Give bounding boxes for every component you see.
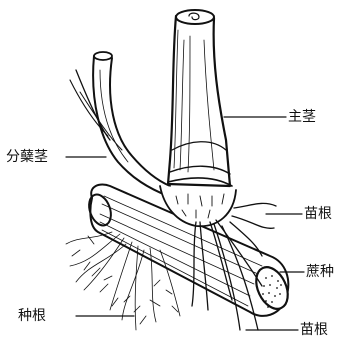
label-shoot-root-upper: 苗根 — [304, 206, 332, 222]
tiller-stem — [70, 52, 170, 196]
label-shoot-root-lower: 苗根 — [300, 322, 328, 338]
main-stem — [168, 10, 232, 186]
label-tiller-stem: 分蘖茎 — [6, 149, 48, 165]
label-sett-root: 种根 — [18, 308, 46, 324]
label-main-stem: 主茎 — [288, 109, 316, 125]
label-seed-cane: 蔗种 — [306, 264, 334, 280]
